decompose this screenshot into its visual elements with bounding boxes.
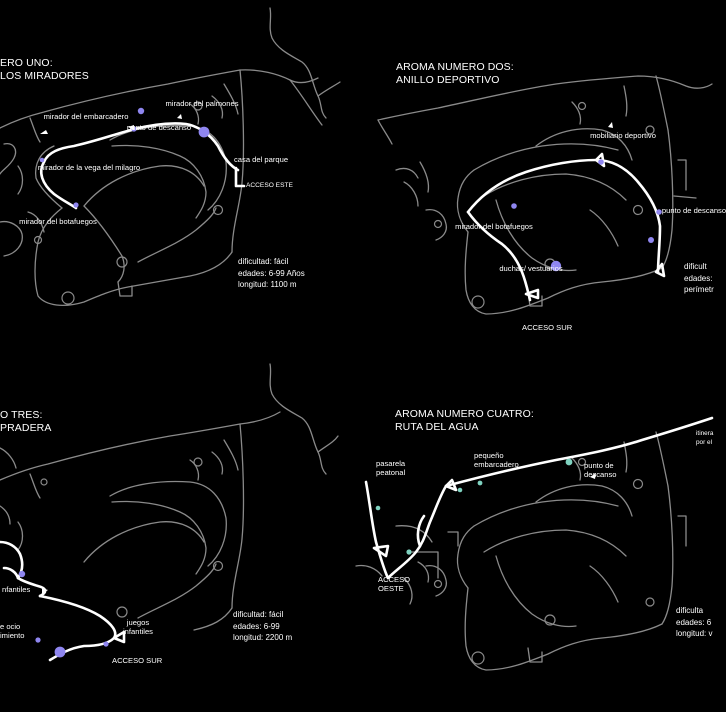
label-punto-descanso: punto de descanso (126, 123, 192, 132)
title-line-1: ERO UNO: (0, 57, 53, 69)
info-dificultad: dificult (684, 262, 707, 271)
label-juegos-infantiles: juegos infantiles (123, 618, 153, 636)
info-dificultad: dificultad: fácil (233, 610, 284, 619)
route-title-uno: ERO UNO: LOS MIRADORES (0, 57, 89, 83)
poi-markers-dos (511, 122, 662, 272)
route-info-uno: dificultad: fácil edades: 6-99 Años long… (238, 256, 305, 291)
label-pequeno-embarcadero: pequeño embarcadero (474, 451, 519, 469)
park-map-dos (377, 75, 713, 315)
title-line-2: RUTA DEL AGUA (395, 421, 479, 433)
label-acceso-sur: ACCESO SUR (522, 323, 573, 332)
route-title-cuatro: AROMA NUMERO CUATRO: RUTA DEL AGUA (395, 408, 534, 434)
label-acceso-sur: ACCESO SUR (112, 656, 163, 665)
label-mirador-palmones: mirador del palmones (165, 99, 239, 108)
label-mirador-botafuegos: mirador del botafuegos (455, 222, 533, 231)
info-edades: edades: 6-99 Años (238, 268, 305, 278)
label-acceso-oeste: ACCESO OESTE (378, 575, 411, 593)
title-line-2: ANILLO DEPORTIVO (396, 74, 500, 86)
park-map-uno (0, 7, 341, 307)
route-title-dos: AROMA NUMERO DOS: ANILLO DEPORTIVO (396, 61, 514, 87)
label-ocio-entretenimiento: e ocio imiento (0, 622, 25, 640)
route-title-tres: O TRES: PRADERA (0, 409, 51, 435)
title-line-2: LOS MIRADORES (0, 70, 89, 82)
info-longitud: longitud: 1100 m (238, 280, 297, 289)
label-mirador-botafuegos: mirador del botafuegos (19, 217, 97, 226)
label-infantiles: nfantiles (2, 585, 31, 594)
route-info-dos: dificult edades: perímetr (684, 261, 714, 296)
label-itinerario: itinera por el (696, 430, 714, 446)
panel-route-uno: ERO UNO: LOS MIRADORES mirador del embar… (0, 0, 356, 356)
info-longitud: longitud: v (676, 629, 713, 638)
title-line-1: O TRES: (0, 409, 43, 421)
label-duchas-vestuarios: duchas/ vestuarios (499, 264, 563, 273)
label-pasarela-peatonal: pasarela peatonal (376, 459, 406, 477)
panel-route-tres: O TRES: PRADERA nfantiles e ocio imiento… (0, 356, 356, 712)
info-edades: edades: (684, 273, 713, 283)
poi-markers-tres (18, 570, 109, 658)
info-longitud: longitud: 2200 m (233, 633, 293, 642)
poi-markers-cuatro (375, 458, 596, 555)
route-info-tres: dificultad: fácil edades: 6-99 longitud:… (233, 609, 292, 644)
poi-markers-uno (39, 107, 210, 208)
title-line-1: AROMA NUMERO CUATRO: (395, 408, 534, 420)
info-dificultad: dificultad: fácil (238, 257, 289, 266)
title-line-1: AROMA NUMERO DOS: (396, 61, 514, 73)
title-line-2: PRADERA (0, 422, 52, 434)
panel-route-cuatro: AROMA NUMERO CUATRO: RUTA DEL AGUA pasar… (355, 356, 714, 712)
panel-route-dos: AROMA NUMERO DOS: ANILLO DEPORTIVO mobil… (356, 0, 726, 356)
park-map-cuatro (355, 416, 714, 671)
info-dificultad: dificulta (676, 606, 704, 615)
info-edades: edades: 6-99 (233, 621, 280, 631)
info-perimetro: perímetr (684, 285, 714, 294)
info-edades: edades: 6 (676, 617, 712, 627)
label-mobiliario-deportivo: mobiliario deportivo (590, 131, 656, 140)
label-mirador-embarcadero: mirador del embarcadero (43, 112, 129, 121)
label-punto-descanso: punto de descanso (661, 206, 726, 215)
label-mirador-vega: mirador de la vega del milagro (37, 163, 141, 172)
park-map-tres (0, 363, 339, 662)
route-info-cuatro: dificulta edades: 6 longitud: v (676, 605, 712, 640)
label-acceso-este: ACCESO ESTE (246, 182, 293, 189)
label-casa-parque: casa del parque (234, 155, 289, 164)
label-punto-descanso: punto de descanso (584, 461, 617, 479)
